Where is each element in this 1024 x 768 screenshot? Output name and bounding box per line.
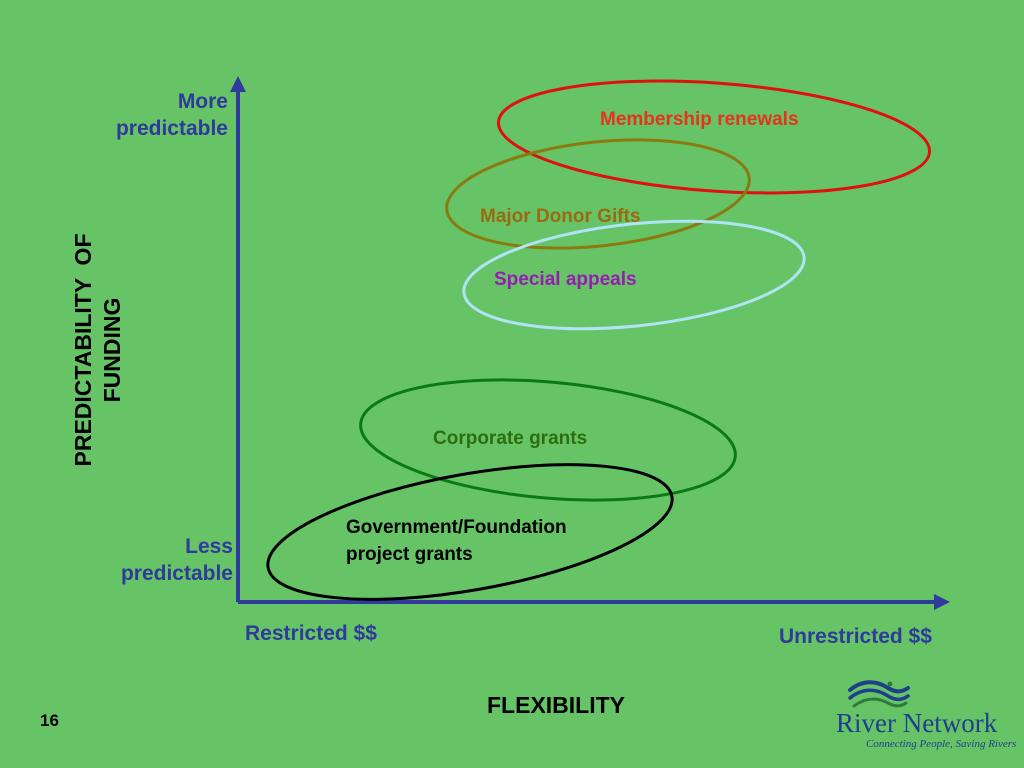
oval-corporate-grants [359, 378, 737, 502]
page-number: 16 [40, 711, 59, 730]
x-axis-title: FLEXIBILITY [487, 692, 625, 718]
logo-tagline: Connecting People, Saving Rivers [866, 738, 1017, 750]
y-axis-bottom-label: Less predictable [121, 533, 233, 587]
label-special-appeals: Special appeals [494, 269, 637, 290]
y-axis-bottom-label-line-2: predictable [120, 562, 233, 585]
oval-government-foundation [266, 463, 674, 601]
oval-special-appeals [462, 219, 806, 331]
river-waves-icon [848, 680, 910, 708]
x-axis-arrowhead [934, 594, 950, 610]
label-government-foundation-line-2: project grants [346, 544, 473, 565]
label-membership-renewals: Membership renewals [600, 109, 799, 130]
label-major-donor-gifts: Major Donor Gifts [480, 206, 641, 227]
label-government-foundation-line-1: Government/Foundation [346, 517, 567, 538]
y-axis-top-label-line-1: More [177, 90, 228, 113]
x-axis-right-label: Unrestricted $$ [779, 625, 932, 648]
oval-major-donor-gifts [445, 138, 751, 250]
y-axis-title: PREDICTABILITY OF FUNDING [69, 234, 127, 467]
y-axis-top-label-line-2: predictable [115, 117, 228, 140]
label-government-foundation: Government/Foundation project grants [346, 514, 567, 568]
river-network-logo: River Network Connecting People, Saving … [836, 676, 1016, 756]
x-axis-left-label: Restricted $$ [245, 622, 377, 645]
y-axis-title-line-2: FUNDING [99, 297, 125, 403]
logo-name: River Network [836, 708, 998, 738]
y-axis-arrowhead [230, 76, 246, 92]
y-axis-top-label: More predictable [116, 88, 228, 142]
y-axis-bottom-label-line-1: Less [185, 535, 233, 558]
label-corporate-grants: Corporate grants [433, 428, 588, 449]
y-axis-title-line-1: PREDICTABILITY OF [70, 233, 96, 467]
oval-membership-renewals [496, 79, 932, 195]
